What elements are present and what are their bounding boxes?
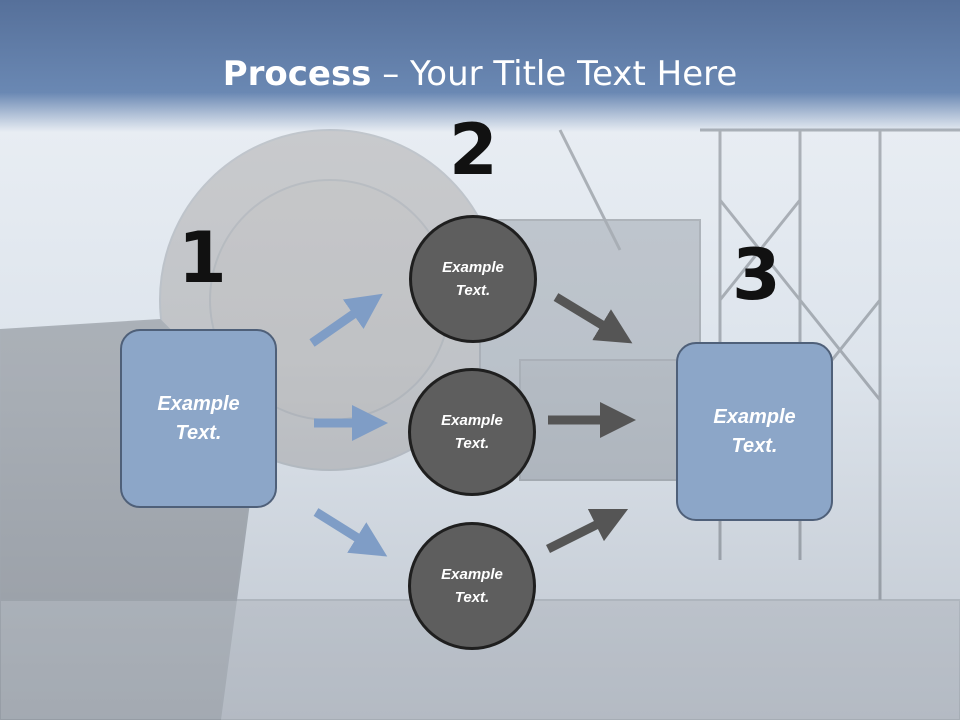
arrow-left-to-bottom — [313, 508, 388, 557]
step-number-3: 3 — [732, 234, 781, 316]
title-bold: Process — [222, 54, 372, 94]
circle-middle[interactable]: Example Text. — [408, 368, 536, 496]
title-rest: – Your Title Text Here — [371, 54, 738, 94]
right-box[interactable]: Example Text. — [676, 342, 833, 521]
left-box-label: Example Text. — [157, 392, 240, 444]
arrow-left-to-top — [309, 293, 383, 347]
circle-bottom-label: Example Text. — [441, 566, 503, 606]
step-number-1: 1 — [178, 217, 227, 299]
arrow-bottom-to-right — [545, 508, 629, 554]
right-box-label: Example Text. — [713, 405, 796, 457]
circle-middle-label: Example Text. — [441, 412, 503, 452]
arrow-top-to-right — [553, 293, 633, 344]
circle-top[interactable]: Example Text. — [409, 215, 537, 343]
left-box[interactable]: Example Text. — [120, 329, 277, 508]
title-bar — [0, 0, 960, 132]
circle-top-label: Example Text. — [442, 259, 504, 299]
step-number-2: 2 — [449, 109, 498, 191]
slide-title: Process – Your Title Text Here — [0, 54, 960, 94]
circle-bottom[interactable]: Example Text. — [408, 522, 536, 650]
